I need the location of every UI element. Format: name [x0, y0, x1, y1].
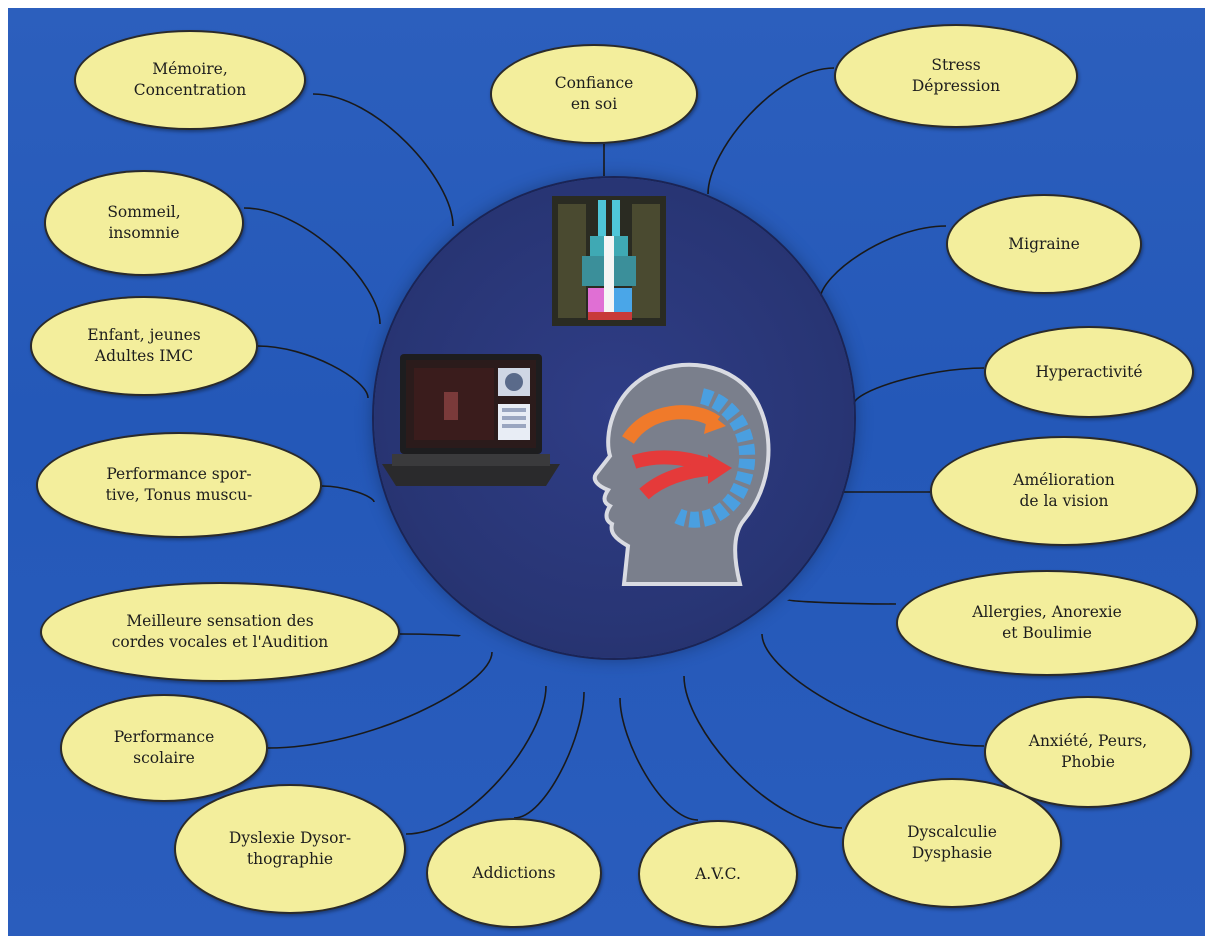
bubble-label-line: thographie — [246, 850, 334, 868]
connector-stress — [707, 67, 835, 195]
bubble-memoire: Mémoire, Concentration — [74, 30, 306, 130]
connector-dyscalculie — [683, 675, 843, 829]
connector-anxiete — [761, 633, 985, 747]
connector-performance-scolaire — [267, 651, 493, 749]
bubble-performance-scolaire: Performance scolaire — [60, 694, 268, 802]
bubble-cordes-vocales: Meilleure sensation des cordes vocales et… — [40, 582, 400, 682]
bubble-dyslexie: Dyslexie Dysor-thographie — [174, 784, 406, 914]
bubble-label-line: Allergies, Anorexie — [972, 603, 1122, 622]
connector-sommeil — [243, 207, 381, 325]
bubble-label-line: Stress — [931, 56, 981, 75]
connector-performance-sportive — [321, 485, 375, 503]
bubble-label-line: Migraine — [1008, 234, 1080, 253]
bubble-vision: Amélioration de la vision — [930, 436, 1198, 546]
bubble-label-line: et Boulimie — [1002, 624, 1092, 642]
bubble-label-line: Mémoire, — [152, 60, 228, 79]
bubble-label-line: insomnie — [108, 224, 180, 242]
bubble-label-line: cordes vocales et l'Audition — [111, 633, 329, 651]
bubble-migraine: Migraine — [946, 194, 1142, 294]
bubble-label-line: Concentration — [133, 81, 247, 99]
laptop-icon — [382, 354, 560, 486]
bubble-label-line: Dépression — [911, 77, 1001, 95]
connector-allergies — [787, 599, 897, 605]
connector-hyperactivite — [853, 367, 985, 405]
bubble-label-line: Confiance — [554, 74, 634, 93]
head-profile-icon — [592, 362, 771, 586]
bubble-performance-sportive: Performance spor-tive, Tonus muscu- — [36, 432, 322, 538]
bubble-label-line: Meilleure sensation des — [126, 612, 314, 631]
bubble-label-line: Dysphasie — [911, 844, 993, 862]
bubble-label-line: en soi — [570, 95, 618, 113]
bubble-label-line: Hyperactivité — [1035, 362, 1143, 381]
bubble-allergies: Allergies, Anorexie et Boulimie — [896, 570, 1198, 676]
bubble-label-line: scolaire — [133, 749, 195, 767]
connector-migraine — [819, 225, 947, 301]
bubble-label-line: Performance spor- — [106, 465, 252, 484]
bubble-label-line: Adultes IMC — [94, 347, 194, 365]
bubble-label-line: Anxiété, Peurs, — [1028, 732, 1148, 751]
bubble-label-line: Amélioration — [1013, 471, 1115, 490]
bubble-label-line: A.V.C. — [695, 864, 741, 883]
brain-scan-icon — [552, 196, 666, 326]
bubble-avc: A.V.C. — [638, 820, 798, 928]
bubble-label-line: Addictions — [472, 863, 556, 882]
bubble-sommeil: Sommeil, insomnie — [44, 170, 244, 276]
connector-cordes-vocales — [399, 633, 461, 637]
connector-addictions — [513, 691, 585, 819]
bubble-label-line: Phobie — [1061, 753, 1115, 771]
bubble-label-line: Dyslexie Dysor- — [228, 829, 352, 848]
diagram-canvas: Mémoire, Concentration Confiance en soi Stre… — [8, 8, 1205, 936]
bubble-hyperactivite: Hyperactivité — [984, 326, 1194, 418]
connector-memoire — [312, 93, 454, 227]
bubble-label-line: Dyscalculie — [907, 823, 997, 842]
connector-lines — [243, 67, 985, 835]
connector-dyslexie — [405, 685, 547, 835]
bubble-label-line: Enfant, jeunes — [87, 326, 201, 345]
connector-avc — [619, 697, 699, 821]
bubble-anxiete: Anxiété, Peurs, Phobie — [984, 696, 1192, 808]
bubble-label-line: Performance — [113, 728, 215, 747]
bubble-addictions: Addictions — [426, 818, 602, 928]
bubble-label-line: de la vision — [1019, 492, 1109, 510]
bubble-label-line: tive, Tonus muscu- — [105, 486, 253, 504]
bubble-label-line: Sommeil, — [107, 203, 181, 222]
bubble-confiance: Confiance en soi — [490, 44, 698, 144]
connector-enfant — [257, 345, 369, 399]
